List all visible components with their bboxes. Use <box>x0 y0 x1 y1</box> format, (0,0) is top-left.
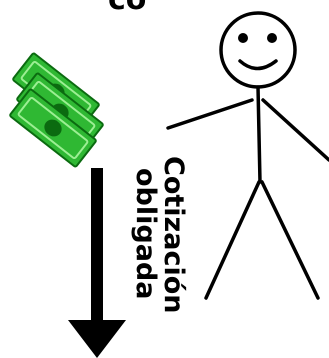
stick-figure-head <box>221 13 295 87</box>
stick-figure-right-eye <box>267 33 277 43</box>
arrow-label: Cotización obligada <box>130 156 189 314</box>
stick-figure-left-eye <box>238 33 248 43</box>
down-arrow-icon <box>68 168 126 358</box>
stick-figure-icon <box>168 13 329 298</box>
stick-figure-torso <box>258 87 260 182</box>
cropped-top-text: co <box>108 0 146 17</box>
stick-figure-left-leg <box>206 182 259 298</box>
stick-figure-right-leg <box>262 182 318 298</box>
stick-figure-smile <box>240 61 276 69</box>
banknotes-icon <box>9 53 103 168</box>
arrow-label-line-1: Cotización <box>158 156 189 314</box>
stick-figure-left-arm <box>168 100 252 128</box>
arrow-label-line-2: obligada <box>130 168 161 299</box>
stick-figure-right-arm <box>263 100 329 160</box>
